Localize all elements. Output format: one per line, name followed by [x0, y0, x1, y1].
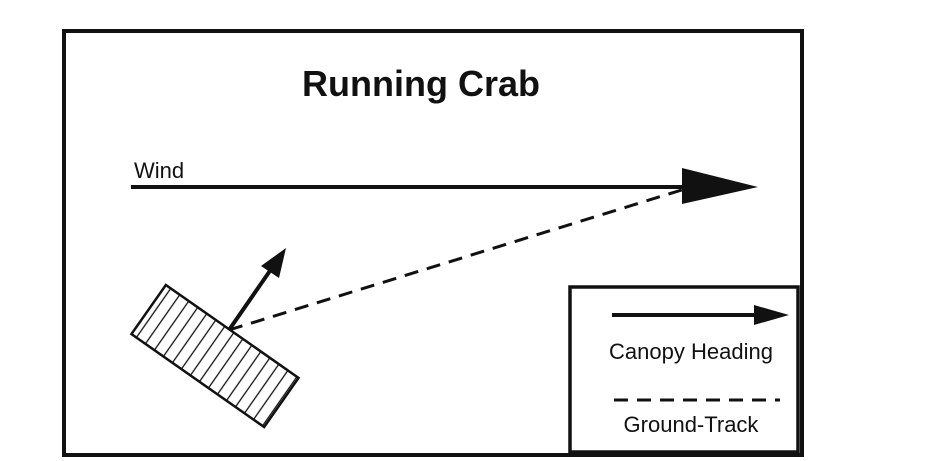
legend-canopy-heading-symbol [612, 305, 789, 325]
wind-label: Wind [134, 158, 184, 183]
legend-canopy-heading-label: Canopy Heading [609, 339, 773, 364]
legend: Canopy Heading Ground-Track [568, 285, 800, 454]
legend-ground-track-label: Ground-Track [624, 412, 760, 437]
canopy-heading-arrow [227, 248, 286, 332]
ground-track-line [228, 186, 689, 332]
wind-arrow [131, 168, 758, 204]
canopy-shape [129, 283, 301, 429]
diagram-title: Running Crab [302, 63, 540, 104]
